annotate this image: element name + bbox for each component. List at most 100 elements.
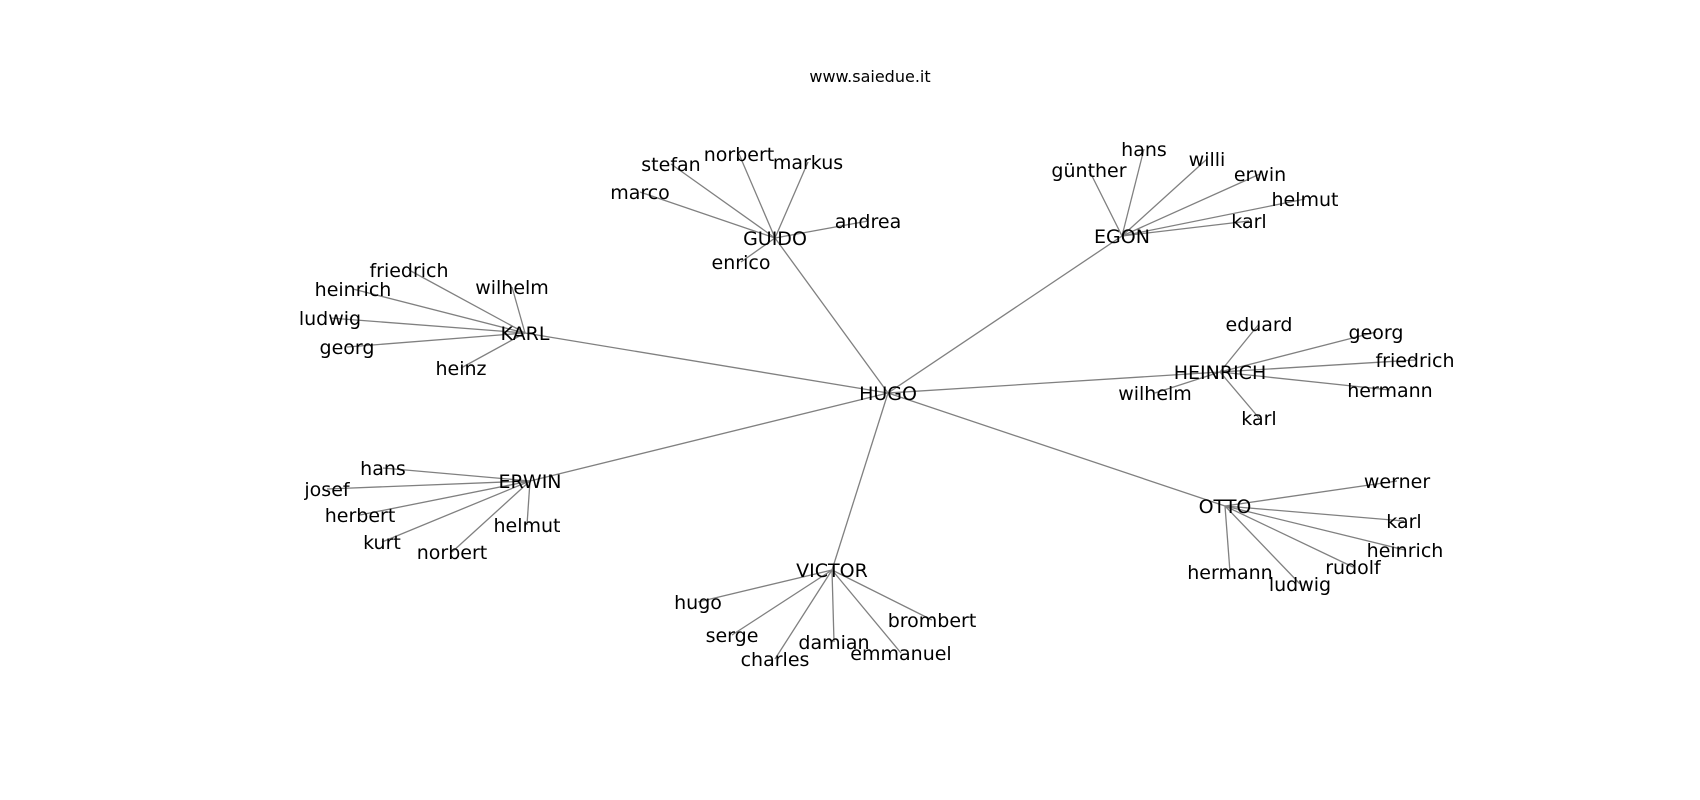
- hub-node-label: HEINRICH: [1174, 362, 1266, 384]
- leaf-node-label: hugo: [674, 592, 722, 614]
- edge-erwin-to-leaf: [381, 480, 531, 543]
- edge-root-to-otto: [887, 392, 1226, 507]
- leaf-node-label: norbert: [704, 144, 775, 166]
- hub-node-label: GUIDO: [743, 228, 807, 250]
- leaf-node-label: hermann: [1347, 380, 1432, 402]
- leaf-node-label: willi: [1189, 149, 1226, 171]
- leaf-node-label: heinrich: [1367, 540, 1444, 562]
- edge-victor-to-leaf: [697, 569, 833, 603]
- edge-guido-to-leaf: [740, 237, 776, 263]
- edge-victor-to-leaf: [731, 569, 833, 636]
- edge-heinrich-to-leaf: [1219, 323, 1260, 373]
- edge-karl-to-leaf: [346, 332, 526, 348]
- edge-erwin-to-leaf: [451, 480, 531, 553]
- hub-node-label: VICTOR: [796, 560, 868, 582]
- leaf-node-label: charles: [741, 649, 810, 671]
- leaf-node-label: enrico: [712, 252, 771, 274]
- leaf-node-label: wilhelm: [475, 277, 549, 299]
- leaf-node-label: friedrich: [369, 260, 448, 282]
- leaf-node-label: helmut: [1271, 189, 1338, 211]
- leaf-node-label: marco: [610, 182, 670, 204]
- edge-victor-to-leaf: [831, 569, 835, 643]
- leaf-node-label: georg: [320, 337, 375, 359]
- leaf-node-label: rudolf: [1325, 557, 1382, 579]
- edge-root-to-erwin: [529, 392, 889, 482]
- leaf-node-label: brombert: [888, 610, 977, 632]
- leaf-node-label: karl: [1241, 408, 1276, 430]
- edge-egon-to-leaf: [1088, 169, 1123, 237]
- leaf-node-label: norbert: [417, 542, 488, 564]
- edge-egon-to-leaf: [1121, 173, 1261, 237]
- leaf-node-label: hans: [1121, 139, 1167, 161]
- leaf-node-label: heinrich: [315, 279, 392, 301]
- leaf-node-label: ludwig: [1269, 574, 1331, 596]
- leaf-node-label: stefan: [641, 154, 700, 176]
- leaf-node-label: hermann: [1187, 562, 1272, 584]
- leaf-node-label: georg: [1349, 322, 1404, 344]
- edge-karl-to-leaf: [329, 317, 526, 334]
- edge-egon-to-leaf: [1121, 148, 1145, 237]
- edge-heinrich-to-leaf: [1154, 371, 1221, 394]
- edge-heinrich-to-leaf: [1219, 331, 1377, 373]
- edge-guido-to-leaf: [738, 153, 776, 239]
- edge-heinrich-to-leaf: [1219, 359, 1416, 373]
- leaf-node-label: kurt: [363, 532, 401, 554]
- edge-guido-to-leaf: [774, 161, 809, 239]
- edge-guido-to-leaf: [639, 191, 776, 239]
- leaf-node-label: hans: [360, 458, 406, 480]
- edge-heinrich-to-leaf: [1219, 371, 1391, 391]
- edge-erwin-to-leaf: [382, 467, 531, 482]
- leaf-node-label: ludwig: [299, 308, 361, 330]
- leaf-node-label: serge: [706, 625, 759, 647]
- leaf-node-label: karl: [1386, 511, 1421, 533]
- root-node-label: HUGO: [859, 383, 917, 405]
- leaf-node-label: heinz: [435, 358, 486, 380]
- edge-root-to-heinrich: [887, 371, 1221, 394]
- leaf-node-label: damian: [798, 632, 869, 654]
- edge-erwin-to-leaf: [526, 480, 531, 526]
- edge-root-to-victor: [831, 392, 889, 571]
- hub-node-label: OTTO: [1199, 496, 1252, 518]
- leaf-node-label: josef: [303, 479, 350, 501]
- edge-otto-to-leaf: [1224, 505, 1354, 568]
- edge-guido-to-leaf: [774, 220, 869, 239]
- hub-node-label: EGON: [1094, 226, 1150, 248]
- leaf-node-label: karl: [1231, 211, 1266, 233]
- leaf-node-label: erwin: [1234, 164, 1286, 186]
- edge-root-to-karl: [524, 332, 889, 394]
- hub-node-label: KARL: [501, 323, 550, 345]
- edge-root-to-egon: [887, 235, 1123, 394]
- hub-node-label: ERWIN: [498, 471, 561, 493]
- leaf-node-label: eduard: [1226, 314, 1293, 336]
- edge-egon-to-leaf: [1121, 220, 1250, 237]
- edges: [326, 148, 1416, 660]
- leaf-node-label: wilhelm: [1118, 383, 1192, 405]
- edge-otto-to-leaf: [1224, 505, 1301, 585]
- edge-otto-to-leaf: [1224, 505, 1405, 522]
- edge-egon-to-leaf: [1121, 198, 1306, 237]
- edge-otto-to-leaf: [1224, 480, 1398, 507]
- edge-otto-to-leaf: [1224, 505, 1231, 573]
- leaf-node-label: helmut: [493, 515, 560, 537]
- edge-victor-to-leaf: [831, 569, 933, 621]
- edge-egon-to-leaf: [1121, 158, 1208, 237]
- leaf-node-label: günther: [1051, 160, 1126, 182]
- edge-karl-to-leaf: [352, 288, 526, 334]
- edge-karl-to-leaf: [460, 332, 526, 369]
- diagram-title: www.saiedue.it: [809, 67, 930, 86]
- edge-erwin-to-leaf: [359, 480, 531, 516]
- edge-karl-to-leaf: [511, 286, 526, 334]
- edge-otto-to-leaf: [1224, 505, 1406, 551]
- leaf-node-label: friedrich: [1375, 350, 1454, 372]
- edge-root-to-guido: [774, 237, 889, 394]
- edge-victor-to-leaf: [831, 569, 902, 654]
- leaf-node-label: emmanuel: [850, 643, 951, 665]
- leaf-node-label: werner: [1364, 471, 1430, 493]
- edge-guido-to-leaf: [670, 163, 776, 239]
- leaf-node-label: herbert: [325, 505, 396, 527]
- edge-heinrich-to-leaf: [1219, 371, 1260, 419]
- leaf-node-label: markus: [773, 152, 843, 174]
- edge-karl-to-leaf: [408, 269, 526, 334]
